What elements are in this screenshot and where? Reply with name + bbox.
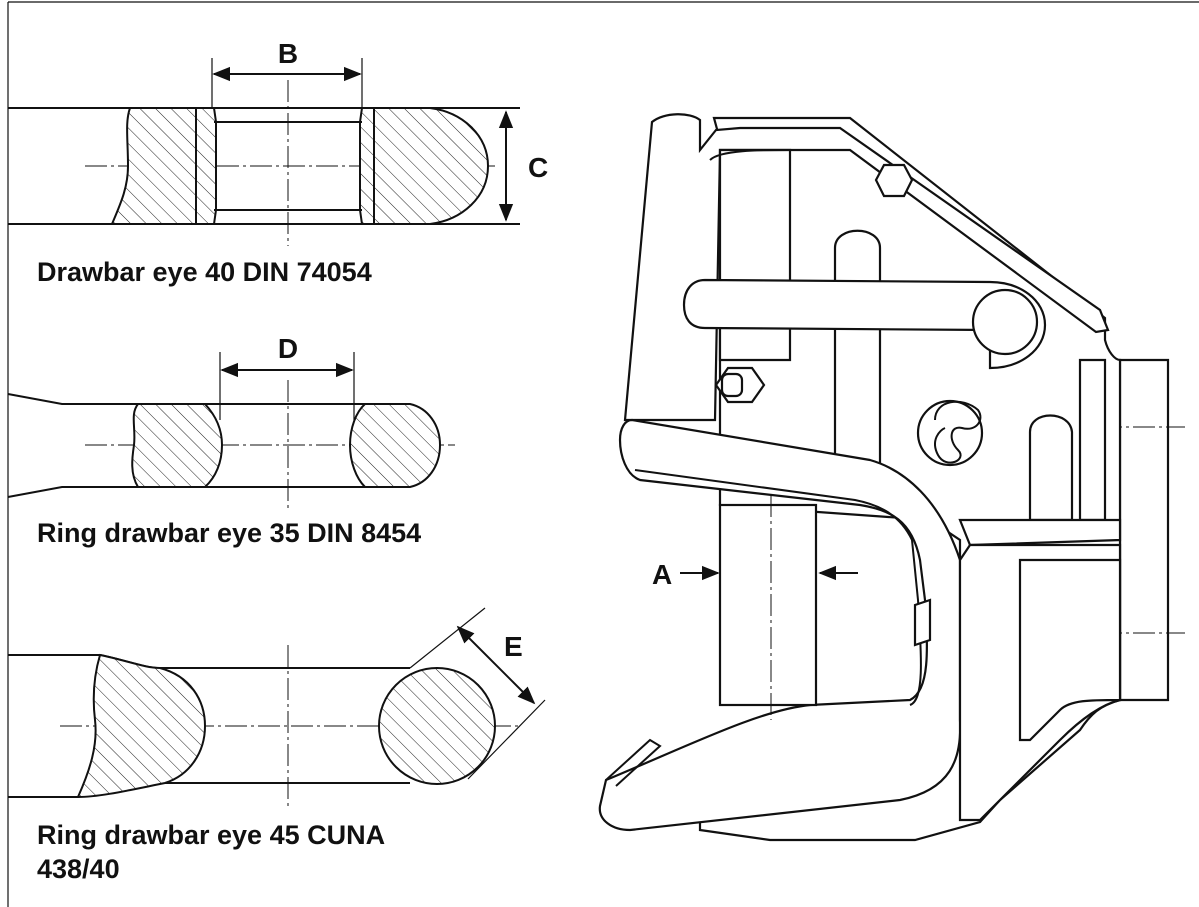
coupling-hitch-drawing [598,113,1185,842]
dimension-label-e: E [504,631,523,662]
dimension-label-a: A [652,559,672,590]
ring-drawbar-eye-35-section [7,352,455,510]
caption-ring-drawbar-eye-45-line2: 438/40 [37,854,120,884]
dimension-label-c: C [528,152,548,183]
dimension-label-b: B [278,38,298,69]
drawbar-eye-40-section [8,58,520,246]
caption-ring-drawbar-eye-45-line1: Ring drawbar eye 45 CUNA [37,820,386,850]
caption-drawbar-eye-40: Drawbar eye 40 DIN 74054 [37,257,372,287]
page-frame [7,1,1199,907]
hex-nut-icon [874,163,914,198]
dimension-label-d: D [278,333,298,364]
ring-drawbar-eye-45-section [8,607,546,808]
caption-ring-drawbar-eye-35: Ring drawbar eye 35 DIN 8454 [37,518,422,548]
